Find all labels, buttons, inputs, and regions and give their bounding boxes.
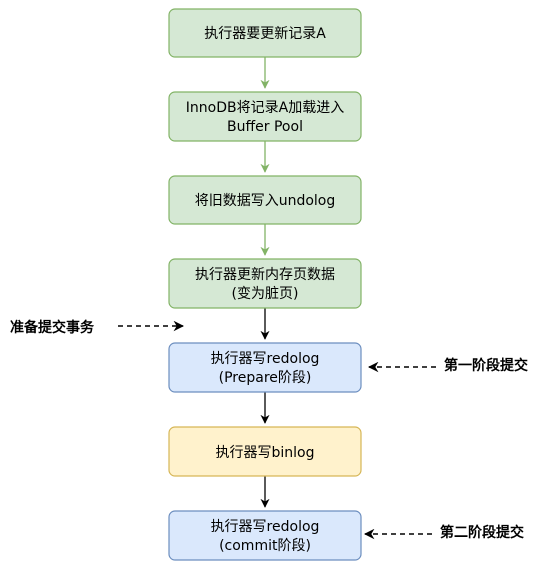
step-label-line-2: (变为脏页)	[232, 286, 299, 302]
annotation-phase-two-commit: 第二阶段提交	[363, 524, 524, 541]
step-label-line-1: 执行器更新内存页数据	[195, 267, 335, 283]
step-label-line-2: (commit阶段)	[219, 538, 311, 554]
step-update-memory-page: 执行器更新内存页数据 (变为脏页)	[168, 258, 362, 309]
annotation-label: 第一阶段提交	[444, 357, 528, 374]
step-label-line-2: (Prepare阶段)	[219, 370, 312, 386]
step-box	[168, 342, 362, 393]
step-box	[168, 258, 362, 309]
step-write-undolog: 将旧数据写入undolog	[168, 175, 362, 225]
step-box	[168, 175, 362, 225]
step-load-buffer-pool: InnoDB将记录A加载进入 Buffer Pool	[168, 91, 362, 142]
step-write-binlog: 执行器写binlog	[168, 426, 362, 477]
step-label-line-2: Buffer Pool	[227, 119, 303, 135]
step-box	[168, 426, 362, 477]
step-box	[168, 91, 362, 142]
annotation-phase-one-commit: 第一阶段提交	[367, 357, 528, 374]
annotation-prepare-transaction: 准备提交事务	[10, 319, 185, 336]
step-label: 执行器要更新记录A	[204, 26, 326, 42]
step-label: 执行器写binlog	[216, 445, 315, 461]
annotation-label: 第二阶段提交	[440, 524, 524, 541]
step-update-record: 执行器要更新记录A	[168, 8, 362, 58]
annotation-label: 准备提交事务	[10, 319, 95, 336]
step-box	[168, 8, 362, 58]
step-box	[168, 510, 362, 561]
step-label-line-1: 执行器写redolog	[211, 519, 320, 535]
step-redolog-commit: 执行器写redolog (commit阶段)	[168, 510, 362, 561]
step-label-line-1: 执行器写redolog	[211, 351, 320, 367]
step-label-line-1: InnoDB将记录A加载进入	[186, 100, 344, 116]
step-redolog-prepare: 执行器写redolog (Prepare阶段)	[168, 342, 362, 393]
step-label: 将旧数据写入undolog	[195, 193, 336, 209]
